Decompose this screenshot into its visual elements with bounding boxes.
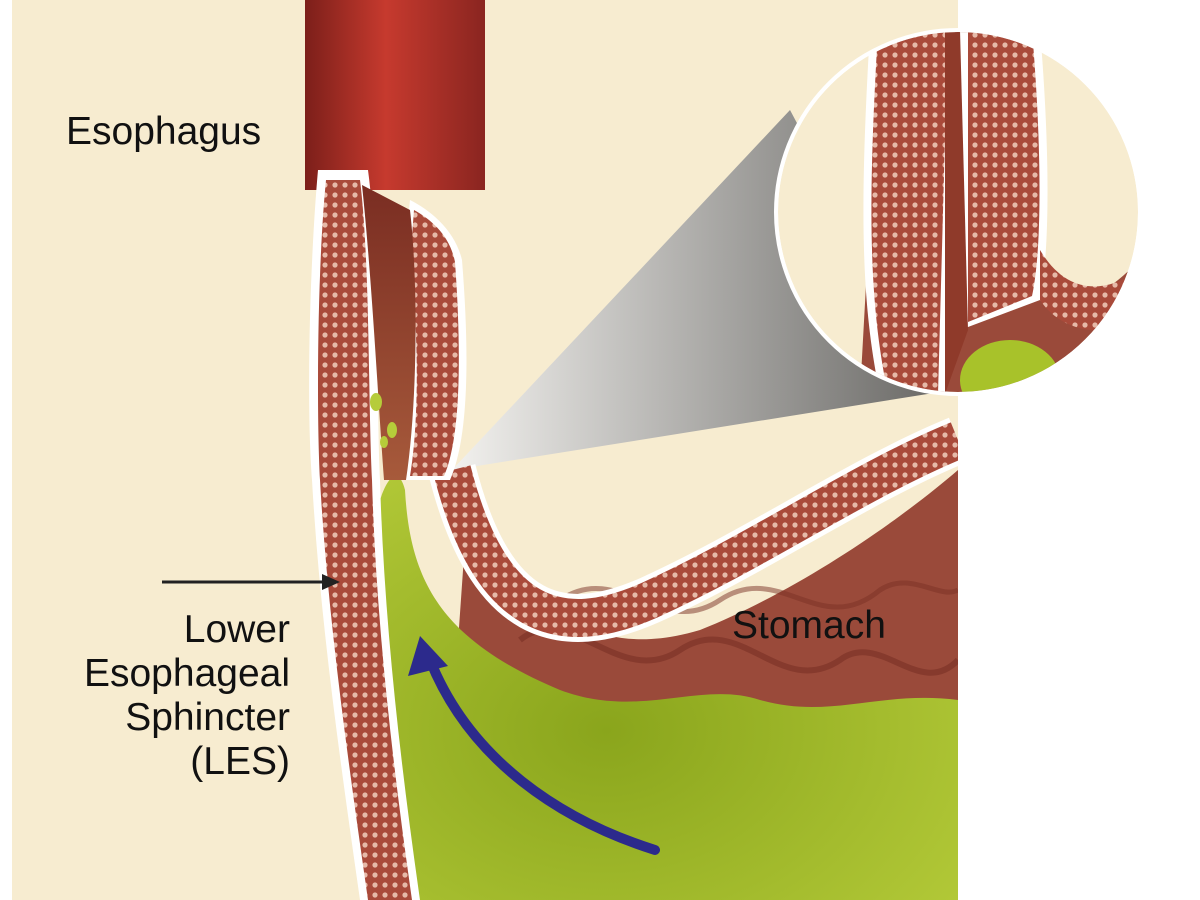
les-pointer-arrow-icon: [162, 574, 340, 590]
right-margin: [958, 392, 1200, 900]
esophagus-tube: [305, 0, 485, 190]
stomach-label: Stomach: [732, 604, 886, 647]
les-label-line: Lower: [183, 608, 290, 651]
stomach-lining-folds: [518, 626, 961, 676]
esophagus-lumen: [362, 185, 416, 480]
reflux-direction-arrow-icon: [408, 636, 660, 855]
les-label-line: (LES): [190, 740, 290, 783]
magnified-inset: [774, 28, 1142, 396]
les-label-line: Sphincter: [125, 696, 290, 739]
les-label-line: Esophageal: [83, 652, 290, 695]
esophagus-label: Esophagus: [66, 110, 262, 153]
acid-droplet: [380, 436, 388, 448]
acid-droplet: [387, 422, 397, 438]
les-label: Lower Esophageal Sphincter (LES): [84, 608, 290, 784]
acid-droplet: [370, 393, 382, 411]
stomach-acid: [371, 476, 959, 900]
